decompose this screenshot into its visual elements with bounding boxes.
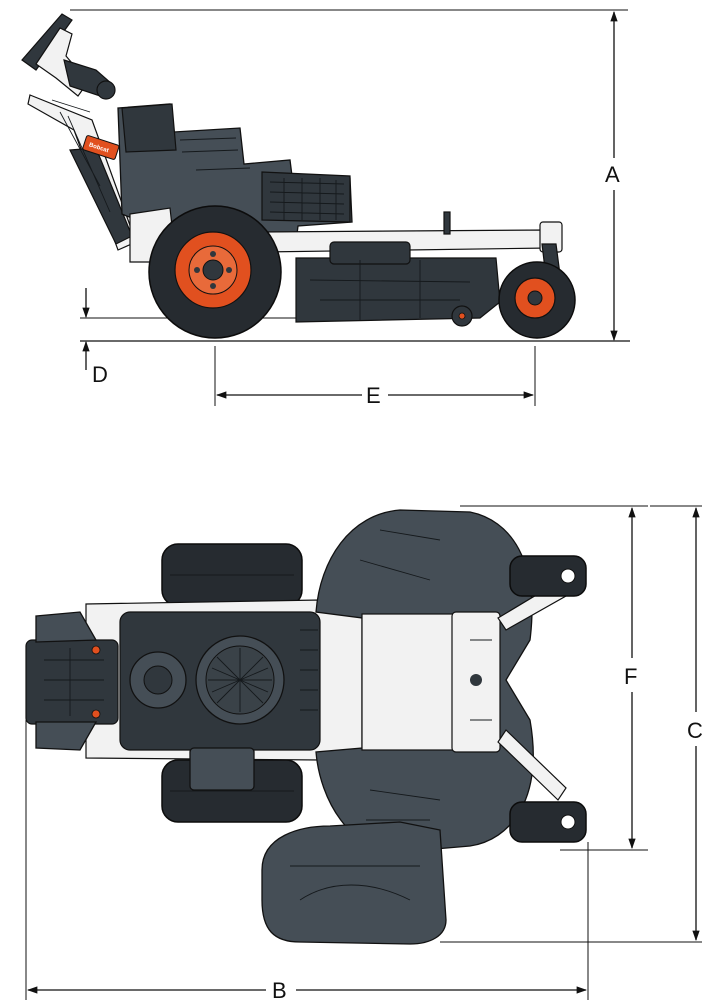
logo-text: Bobcat [88, 142, 109, 154]
discharge-chute [261, 821, 447, 945]
front-caster-lower [497, 729, 587, 843]
dimension-B: B [25, 720, 589, 1003]
top-view: F C B [25, 505, 702, 1003]
cutting-deck-top [315, 509, 534, 853]
mower-deck [295, 241, 501, 327]
dimension-F: F [460, 505, 648, 851]
dimension-label-B: B [272, 978, 287, 1003]
dimension-label-C: C [687, 718, 702, 743]
engine-block [117, 103, 353, 247]
dimension-label-A: A [605, 162, 620, 187]
dimension-D: D [82, 288, 108, 387]
front-caster-wheel [498, 243, 576, 339]
bobcat-logo-plate [82, 135, 120, 160]
rear-drive-wheel [148, 205, 282, 339]
dimension-label-F: F [624, 664, 637, 689]
dimension-label-D: D [92, 362, 108, 387]
front-caster-upper [497, 555, 587, 631]
handle-controls-top [25, 611, 119, 751]
dimension-label-E: E [366, 383, 381, 408]
engine-top [119, 611, 321, 791]
side-view: Bobcat [21, 9, 630, 408]
dimension-A: A [70, 9, 628, 342]
dimension-C: C [440, 505, 702, 943]
dimension-E: E [214, 346, 536, 408]
handlebar-assembly: Bobcat [21, 13, 137, 251]
